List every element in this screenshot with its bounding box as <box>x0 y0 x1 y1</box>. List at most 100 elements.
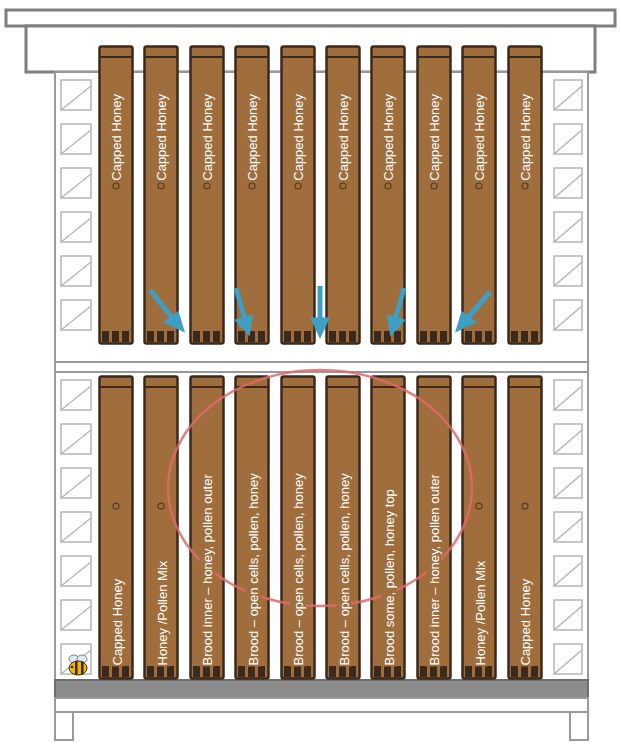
hive-frame: Capped Honey <box>416 45 452 345</box>
wall-hatch <box>61 474 91 498</box>
wall-panel <box>61 124 91 154</box>
wall-hatch <box>554 518 582 542</box>
wall-panel <box>554 512 582 542</box>
bottom-board <box>55 680 588 698</box>
hive-frame: Honey /Pollen Mix <box>461 375 497 680</box>
frame-outline <box>189 45 225 345</box>
wall-panel <box>554 556 582 586</box>
stand-leg <box>570 712 588 740</box>
frame-label: Capped Honey <box>199 93 214 182</box>
frame-label-wrap: Capped Honey <box>143 45 179 345</box>
frame-label-wrap: Capped Honey <box>461 45 497 345</box>
box-divider <box>55 362 588 372</box>
wall-panel <box>61 512 91 542</box>
frame-label: Capped Honey <box>109 93 124 182</box>
wall-hatch <box>61 130 91 154</box>
frame-outline <box>507 45 543 345</box>
wall-panel <box>61 80 91 110</box>
hive-frame: Brood – open cells, pollen, honey <box>234 375 270 680</box>
frame-label-wrap: Brood inner – honey, pollen outer <box>189 375 225 680</box>
wall-panel <box>554 424 582 454</box>
wall-panel <box>61 424 91 454</box>
brood-nest-circle <box>168 370 472 606</box>
frame-label-wrap: Capped Honey <box>98 45 134 345</box>
wall-panel <box>61 644 91 674</box>
wall-panel <box>554 644 582 674</box>
wall-hatch <box>61 562 91 586</box>
wall-hatch <box>554 430 582 454</box>
flow-arrows <box>150 286 490 333</box>
frame-label: Capped Honey <box>109 577 124 666</box>
wall-hatch <box>61 430 91 454</box>
wall-hatching <box>61 80 582 674</box>
wall-hatch <box>554 130 582 154</box>
frame-outline <box>234 45 270 345</box>
hive-frame: Capped Honey <box>234 45 270 345</box>
frame-outline <box>98 45 134 345</box>
hive-frame: Capped Honey <box>325 45 361 345</box>
frame-label-wrap: Brood – open cells, pollen, honey <box>280 375 316 680</box>
frame-outline <box>370 45 406 345</box>
wall-hatch <box>554 174 582 198</box>
frame-label-wrap: Capped Honey <box>189 45 225 345</box>
hive-frame: Capped Honey <box>507 45 543 345</box>
frame-label-wrap: Capped Honey <box>234 45 270 345</box>
wall-hatch <box>554 474 582 498</box>
frame-label: Capped Honey <box>517 577 532 666</box>
frame-outline <box>461 45 497 345</box>
frame-label-wrap: Capped Honey <box>325 45 361 345</box>
frame-label: Capped Honey <box>472 93 487 182</box>
frame-label: Capped Honey <box>517 93 532 182</box>
hive-frame: Capped Honey <box>143 45 179 345</box>
frame-label: Brood – open cells, pollen, honey <box>245 472 260 666</box>
frame-label: Brood – open cells, pollen, honey <box>290 472 305 666</box>
wall-panel <box>61 556 91 586</box>
frame-label: Capped Honey <box>381 93 396 182</box>
frame-label-wrap: Capped Honey <box>98 375 134 680</box>
wall-hatch <box>61 386 91 410</box>
frame-label: Brood inner – honey, pollen outer <box>199 473 214 666</box>
hive-frame: Capped Honey <box>370 45 406 345</box>
frame-label-wrap: Honey /Pollen Mix <box>461 375 497 680</box>
wall-hatch <box>554 218 582 242</box>
frame-label-wrap: Capped Honey <box>416 45 452 345</box>
frame-label: Brood some, pollen, honey top <box>381 488 396 666</box>
wall-hatch <box>61 606 91 630</box>
frame-label-wrap: Capped Honey <box>507 45 543 345</box>
frame-label-wrap: Honey /Pollen Mix <box>143 375 179 680</box>
frame-label-wrap: Brood – open cells, pollen, honey <box>234 375 270 680</box>
frame-label-wrap: Capped Honey <box>280 45 316 345</box>
frame-label: Capped Honey <box>426 93 441 182</box>
wall-panel <box>554 212 582 242</box>
brood-box <box>55 372 588 682</box>
frame-label: Honey /Pollen Mix <box>472 559 487 666</box>
wall-panel <box>554 256 582 286</box>
wall-panel <box>61 256 91 286</box>
wall-hatch <box>61 306 91 330</box>
wall-panel <box>61 212 91 242</box>
hive-frame: Capped Honey <box>280 45 316 345</box>
stand-leg <box>55 712 73 740</box>
hive-frame: Brood – open cells, pollen, honey <box>280 375 316 680</box>
wall-panel <box>61 168 91 198</box>
bee-icon <box>69 655 87 675</box>
frame-label-wrap: Brood – open cells, pollen, honey <box>325 375 361 680</box>
wall-hatch <box>554 262 582 286</box>
frame-label: Brood inner – honey, pollen outer <box>426 473 441 666</box>
wall-panel <box>554 300 582 330</box>
frame-label-wrap: Capped Honey <box>370 45 406 345</box>
frame-label: Honey /Pollen Mix <box>154 559 169 666</box>
frame-outline <box>280 45 316 345</box>
wall-hatch <box>554 562 582 586</box>
hive-frame: Capped Honey <box>98 375 134 680</box>
wall-hatch <box>554 650 582 674</box>
wall-panel <box>554 80 582 110</box>
frame-label-wrap: Brood inner – honey, pollen outer <box>416 375 452 680</box>
hive-frame: Capped Honey <box>461 45 497 345</box>
wall-panel <box>554 380 582 410</box>
wall-panel <box>554 168 582 198</box>
wall-hatch <box>554 386 582 410</box>
hive-frame: Brood inner – honey, pollen outer <box>416 375 452 680</box>
hive-frame: Brood inner – honey, pollen outer <box>189 375 225 680</box>
frame-outline <box>325 45 361 345</box>
